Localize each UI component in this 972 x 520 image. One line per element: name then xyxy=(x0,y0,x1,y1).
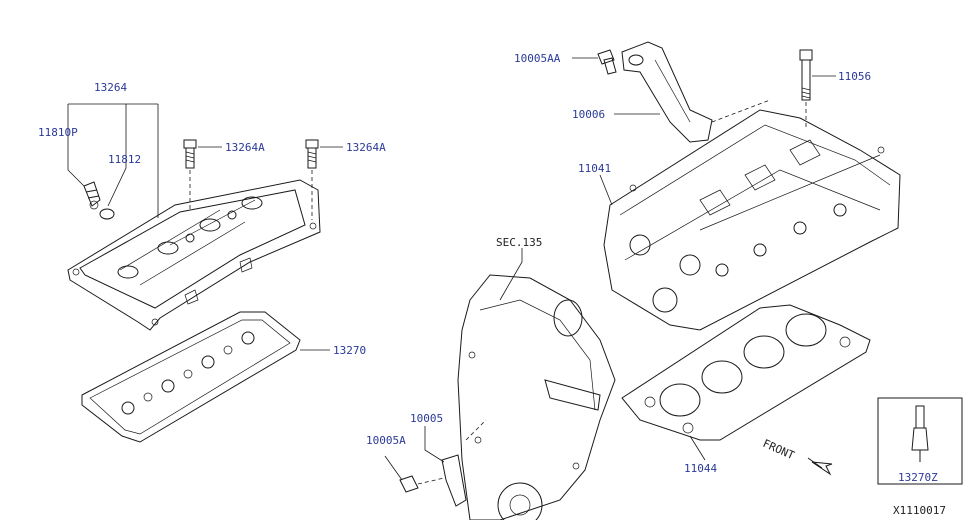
label-10005aa: 10005AA xyxy=(514,52,561,65)
label-13264: 13264 xyxy=(94,81,127,94)
diagram-id: X1110017 xyxy=(893,504,946,517)
inset-box-13270z[interactable] xyxy=(877,397,963,485)
bracket-10005[interactable] xyxy=(441,454,467,507)
label-10005: 10005 xyxy=(410,412,443,425)
label-11056: 11056 xyxy=(838,70,871,83)
bolt-13264a-left[interactable] xyxy=(183,139,197,169)
head-bolt-11056[interactable] xyxy=(799,49,813,101)
label-13270: 13270 xyxy=(333,344,366,357)
timing-cover[interactable] xyxy=(457,274,616,520)
rocker-cover[interactable] xyxy=(67,179,321,331)
bolt-10005aa[interactable] xyxy=(597,49,617,75)
label-10005a: 10005A xyxy=(366,434,406,447)
label-front: FRONT xyxy=(761,437,797,462)
label-13264a-left: 13264A xyxy=(225,141,265,154)
label-11812: 11812 xyxy=(108,153,141,166)
label-sec135: SEC.135 xyxy=(496,236,542,249)
front-arrow xyxy=(807,457,833,476)
label-13270z: 13270Z xyxy=(898,471,938,484)
cylinder-head[interactable] xyxy=(603,109,901,331)
head-gasket[interactable] xyxy=(621,304,871,441)
label-11044: 11044 xyxy=(684,462,717,475)
label-11041: 11041 xyxy=(578,162,611,175)
bolt-10005a[interactable] xyxy=(399,475,419,493)
pcv-valve[interactable] xyxy=(83,181,101,210)
bolt-13264a-right[interactable] xyxy=(305,139,319,169)
label-10006: 10006 xyxy=(572,108,605,121)
label-11810p: 11810P xyxy=(38,126,78,139)
rocker-cover-gasket[interactable] xyxy=(81,311,301,443)
label-13264a-right: 13264A xyxy=(346,141,386,154)
bracket-10006[interactable] xyxy=(621,41,713,143)
grommet[interactable] xyxy=(99,208,115,220)
